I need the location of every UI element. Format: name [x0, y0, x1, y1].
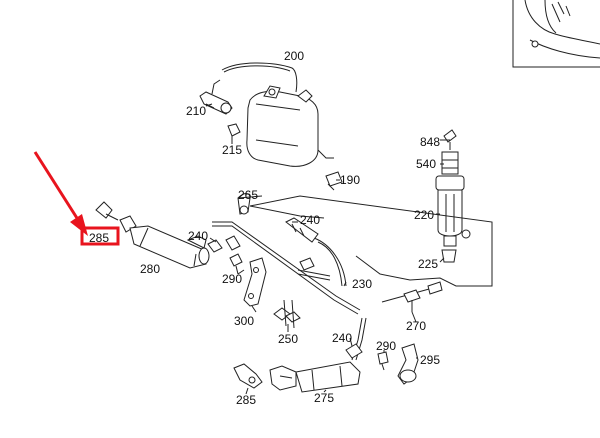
highlight-arrow-head [70, 214, 88, 236]
callout-250: 250 [278, 332, 298, 346]
callout-220: 220 [414, 208, 434, 222]
callout-240-a: 240 [300, 213, 320, 227]
callout-300: 300 [234, 314, 254, 328]
callout-265: 265 [238, 188, 258, 202]
callout-290-b: 290 [376, 339, 396, 353]
callout-290-a: 290 [222, 272, 242, 286]
inset-detail [512, 0, 600, 68]
callout-labels: 200 210 215 190 848 540 220 225 265 240 … [89, 49, 440, 407]
callout-285-upper: 285 [89, 231, 109, 245]
highlight-box [80, 226, 120, 246]
bracket-300 [225, 235, 267, 307]
highlight-annotation [33, 151, 120, 246]
leader-lines [205, 103, 450, 395]
callout-285-lower: 285 [236, 393, 256, 407]
elbow-fittings [237, 193, 319, 271]
washer-reservoir [199, 62, 343, 191]
callout-200: 200 [284, 49, 304, 63]
callout-230: 230 [352, 277, 372, 291]
callout-275: 275 [314, 391, 334, 405]
pump-assembly [435, 129, 471, 263]
callout-240-b: 240 [188, 229, 208, 243]
callout-225: 225 [418, 257, 438, 271]
spray-nozzle-270 [381, 281, 443, 312]
callout-210: 210 [186, 104, 206, 118]
callout-240-c: 240 [332, 331, 352, 345]
callout-190: 190 [340, 173, 360, 187]
nozzle-cylinder-lower [233, 343, 363, 393]
callout-215: 215 [222, 143, 242, 157]
highlight-arrow [33, 151, 84, 227]
callout-295: 295 [420, 353, 440, 367]
callout-270: 270 [406, 319, 426, 333]
nozzle-cylinder-left [95, 201, 223, 269]
hose-clips-250 [273, 299, 301, 329]
small-hardware-right [377, 343, 419, 385]
callout-280: 280 [140, 262, 160, 276]
callout-848: 848 [420, 135, 440, 149]
mounting-plate [249, 195, 493, 287]
callout-540: 540 [416, 157, 436, 171]
